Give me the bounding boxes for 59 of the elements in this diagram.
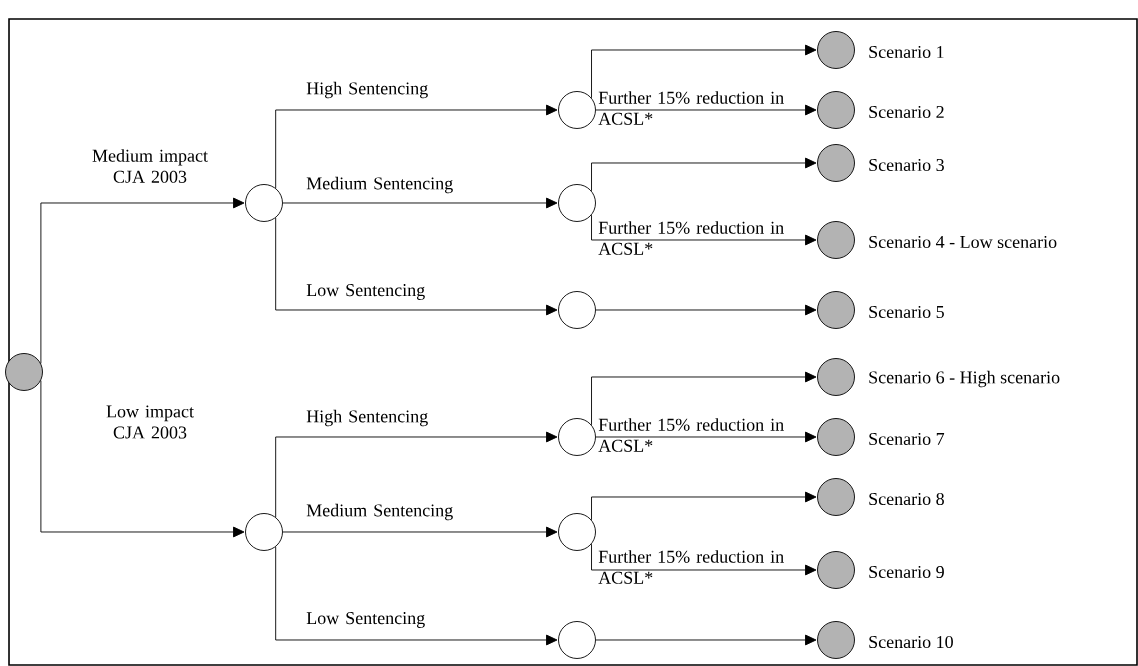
arrow: [595, 304, 817, 316]
outcome-circle: [817, 31, 855, 69]
outcome-circle: [817, 358, 855, 396]
edge-label: Low Sentencing: [306, 612, 425, 628]
edge-label: Low Sentencing: [306, 284, 425, 300]
arrow: [40, 197, 245, 364]
chance-circle: [558, 513, 596, 551]
scenario-label: Scenario 3: [869, 158, 944, 172]
edge-label: Further 15% reduction in ACSL*: [598, 221, 784, 255]
outcome-circle: [817, 144, 855, 182]
scenario-label: Scenario 8: [869, 492, 944, 506]
arrow: [591, 44, 817, 99]
scenario-label: Scenario 9: [869, 565, 944, 579]
outcome-circle: [817, 418, 855, 456]
edge-label: Further 15% reduction in ACSL*: [598, 418, 784, 452]
arrow: [275, 104, 558, 189]
chance-circle: [558, 184, 596, 222]
outcome-circle: [817, 91, 855, 129]
arrow: [591, 371, 817, 426]
chance-circle: [558, 291, 596, 329]
arrow: [275, 546, 558, 646]
arrow: [282, 197, 558, 209]
outcome-circle: [817, 221, 855, 259]
outcome-circle: [817, 478, 855, 516]
scenario-label: Scenario 4 - Low scenario: [869, 235, 1057, 249]
scenario-label: Scenario 6 - High scenario: [869, 370, 1060, 388]
chance-circle: [558, 91, 596, 129]
scenario-label: Scenario 1: [869, 45, 944, 59]
arrow: [595, 104, 817, 116]
edge-label: Low impact CJA 2003: [106, 405, 194, 439]
arrow: [40, 380, 245, 538]
scenario-label: Scenario 2: [869, 105, 944, 119]
edge-label: Medium impact CJA 2003: [92, 149, 208, 183]
edge-label: Further 15% reduction in ACSL*: [598, 91, 784, 125]
arrow: [595, 634, 817, 646]
arrow: [591, 491, 817, 521]
arrow: [275, 217, 558, 316]
chance-circle: [558, 621, 596, 659]
edge-label: Further 15% reduction in ACSL*: [598, 550, 784, 584]
arrow: [591, 543, 817, 576]
scenario-label: Scenario 5: [869, 305, 944, 319]
outcome-circle: [817, 551, 855, 589]
arrow: [591, 157, 817, 192]
chance-circle: [245, 184, 283, 222]
outcome-circle: [5, 353, 43, 391]
edge-label: Medium Sentencing: [306, 503, 453, 521]
arrow: [275, 431, 558, 518]
scenario-label: Scenario 10: [869, 635, 953, 649]
chance-circle: [245, 513, 283, 551]
scenario-label: Scenario 7: [869, 432, 945, 446]
outcome-circle: [817, 291, 855, 329]
arrow: [591, 214, 817, 246]
edge-label: Medium Sentencing: [306, 176, 453, 194]
arrow: [595, 431, 817, 443]
edge-label: High Sentencing: [306, 81, 428, 99]
edge-label: High Sentencing: [306, 409, 428, 427]
outcome-circle: [817, 621, 855, 659]
chance-circle: [558, 418, 596, 456]
arrow: [282, 526, 558, 538]
